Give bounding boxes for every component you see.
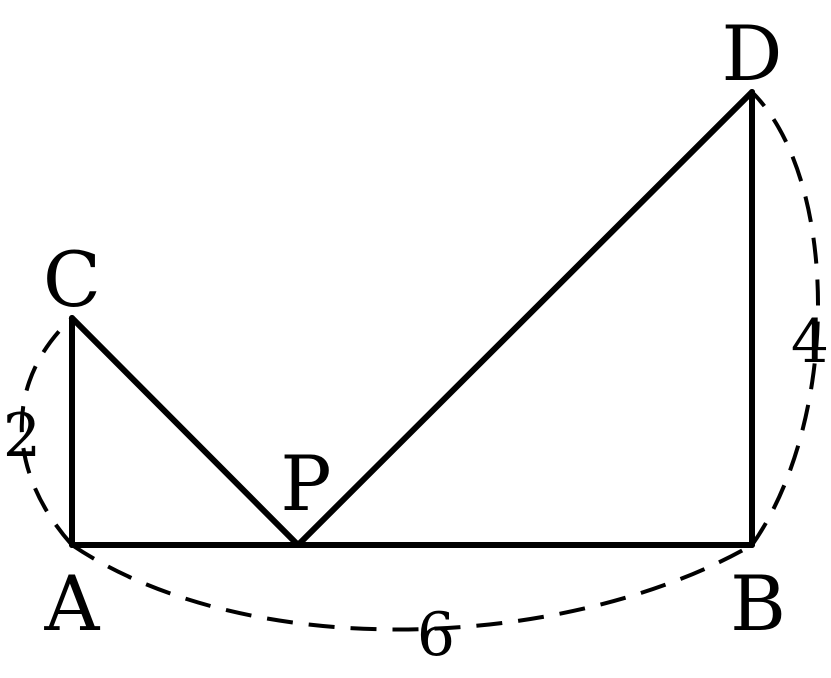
length-label-ab: 6 <box>417 600 455 670</box>
dimension-arc-bd <box>750 90 820 547</box>
point-label-a: A <box>44 559 101 648</box>
point-label-p: P <box>280 439 331 528</box>
segment-pd <box>295 89 755 548</box>
length-label-bd: 4 <box>791 307 829 377</box>
length-label-ac: 2 <box>3 401 41 471</box>
dimension-arc-ac <box>19 316 74 547</box>
point-label-c: C <box>43 235 101 324</box>
dimension-arc-ab <box>70 543 753 632</box>
segment-cp <box>69 315 301 548</box>
point-label-d: D <box>722 9 783 98</box>
point-label-b: B <box>730 559 786 648</box>
